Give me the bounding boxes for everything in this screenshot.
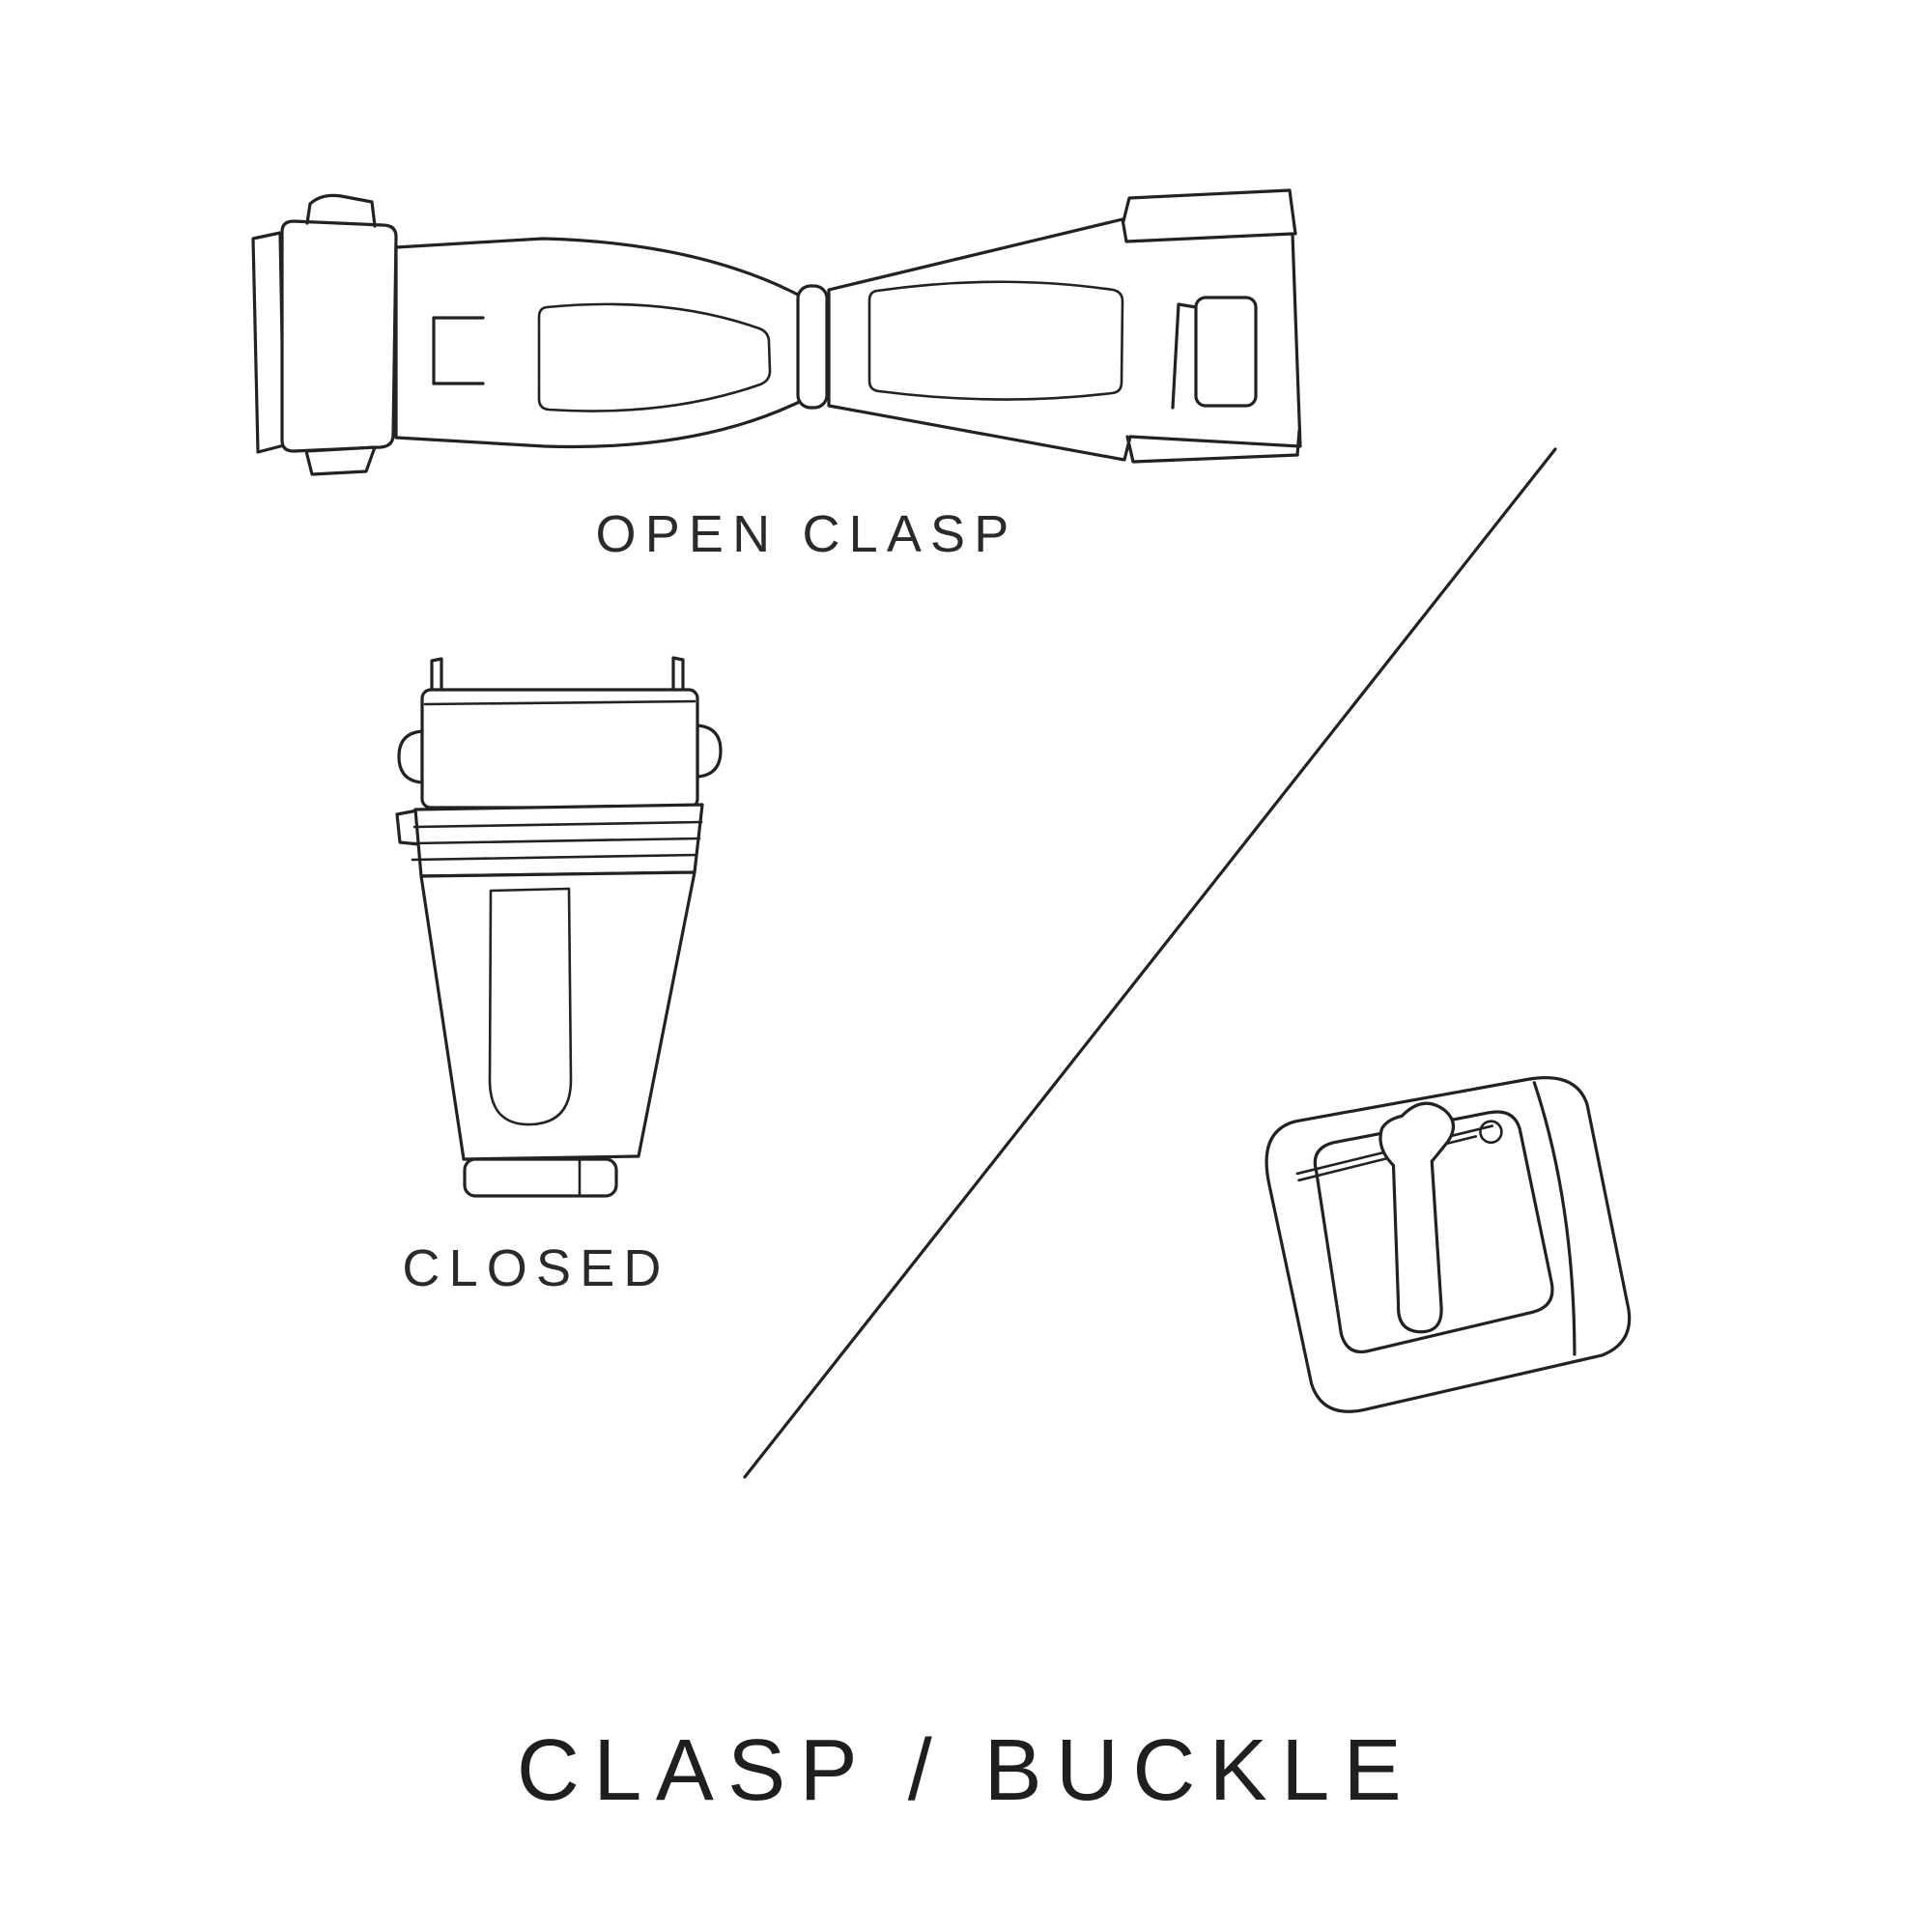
page-title: CLASP / BUCKLE	[516, 1722, 1416, 1819]
open-clasp-drawing	[251, 188, 1302, 476]
closed-clasp-label: CLOSED	[402, 1239, 670, 1297]
closed-clasp-drawing	[395, 656, 723, 1198]
open-clasp-label: OPEN CLASP	[595, 505, 1018, 563]
divider-line	[743, 447, 1557, 1479]
buckle-drawing	[1264, 1076, 1632, 1413]
